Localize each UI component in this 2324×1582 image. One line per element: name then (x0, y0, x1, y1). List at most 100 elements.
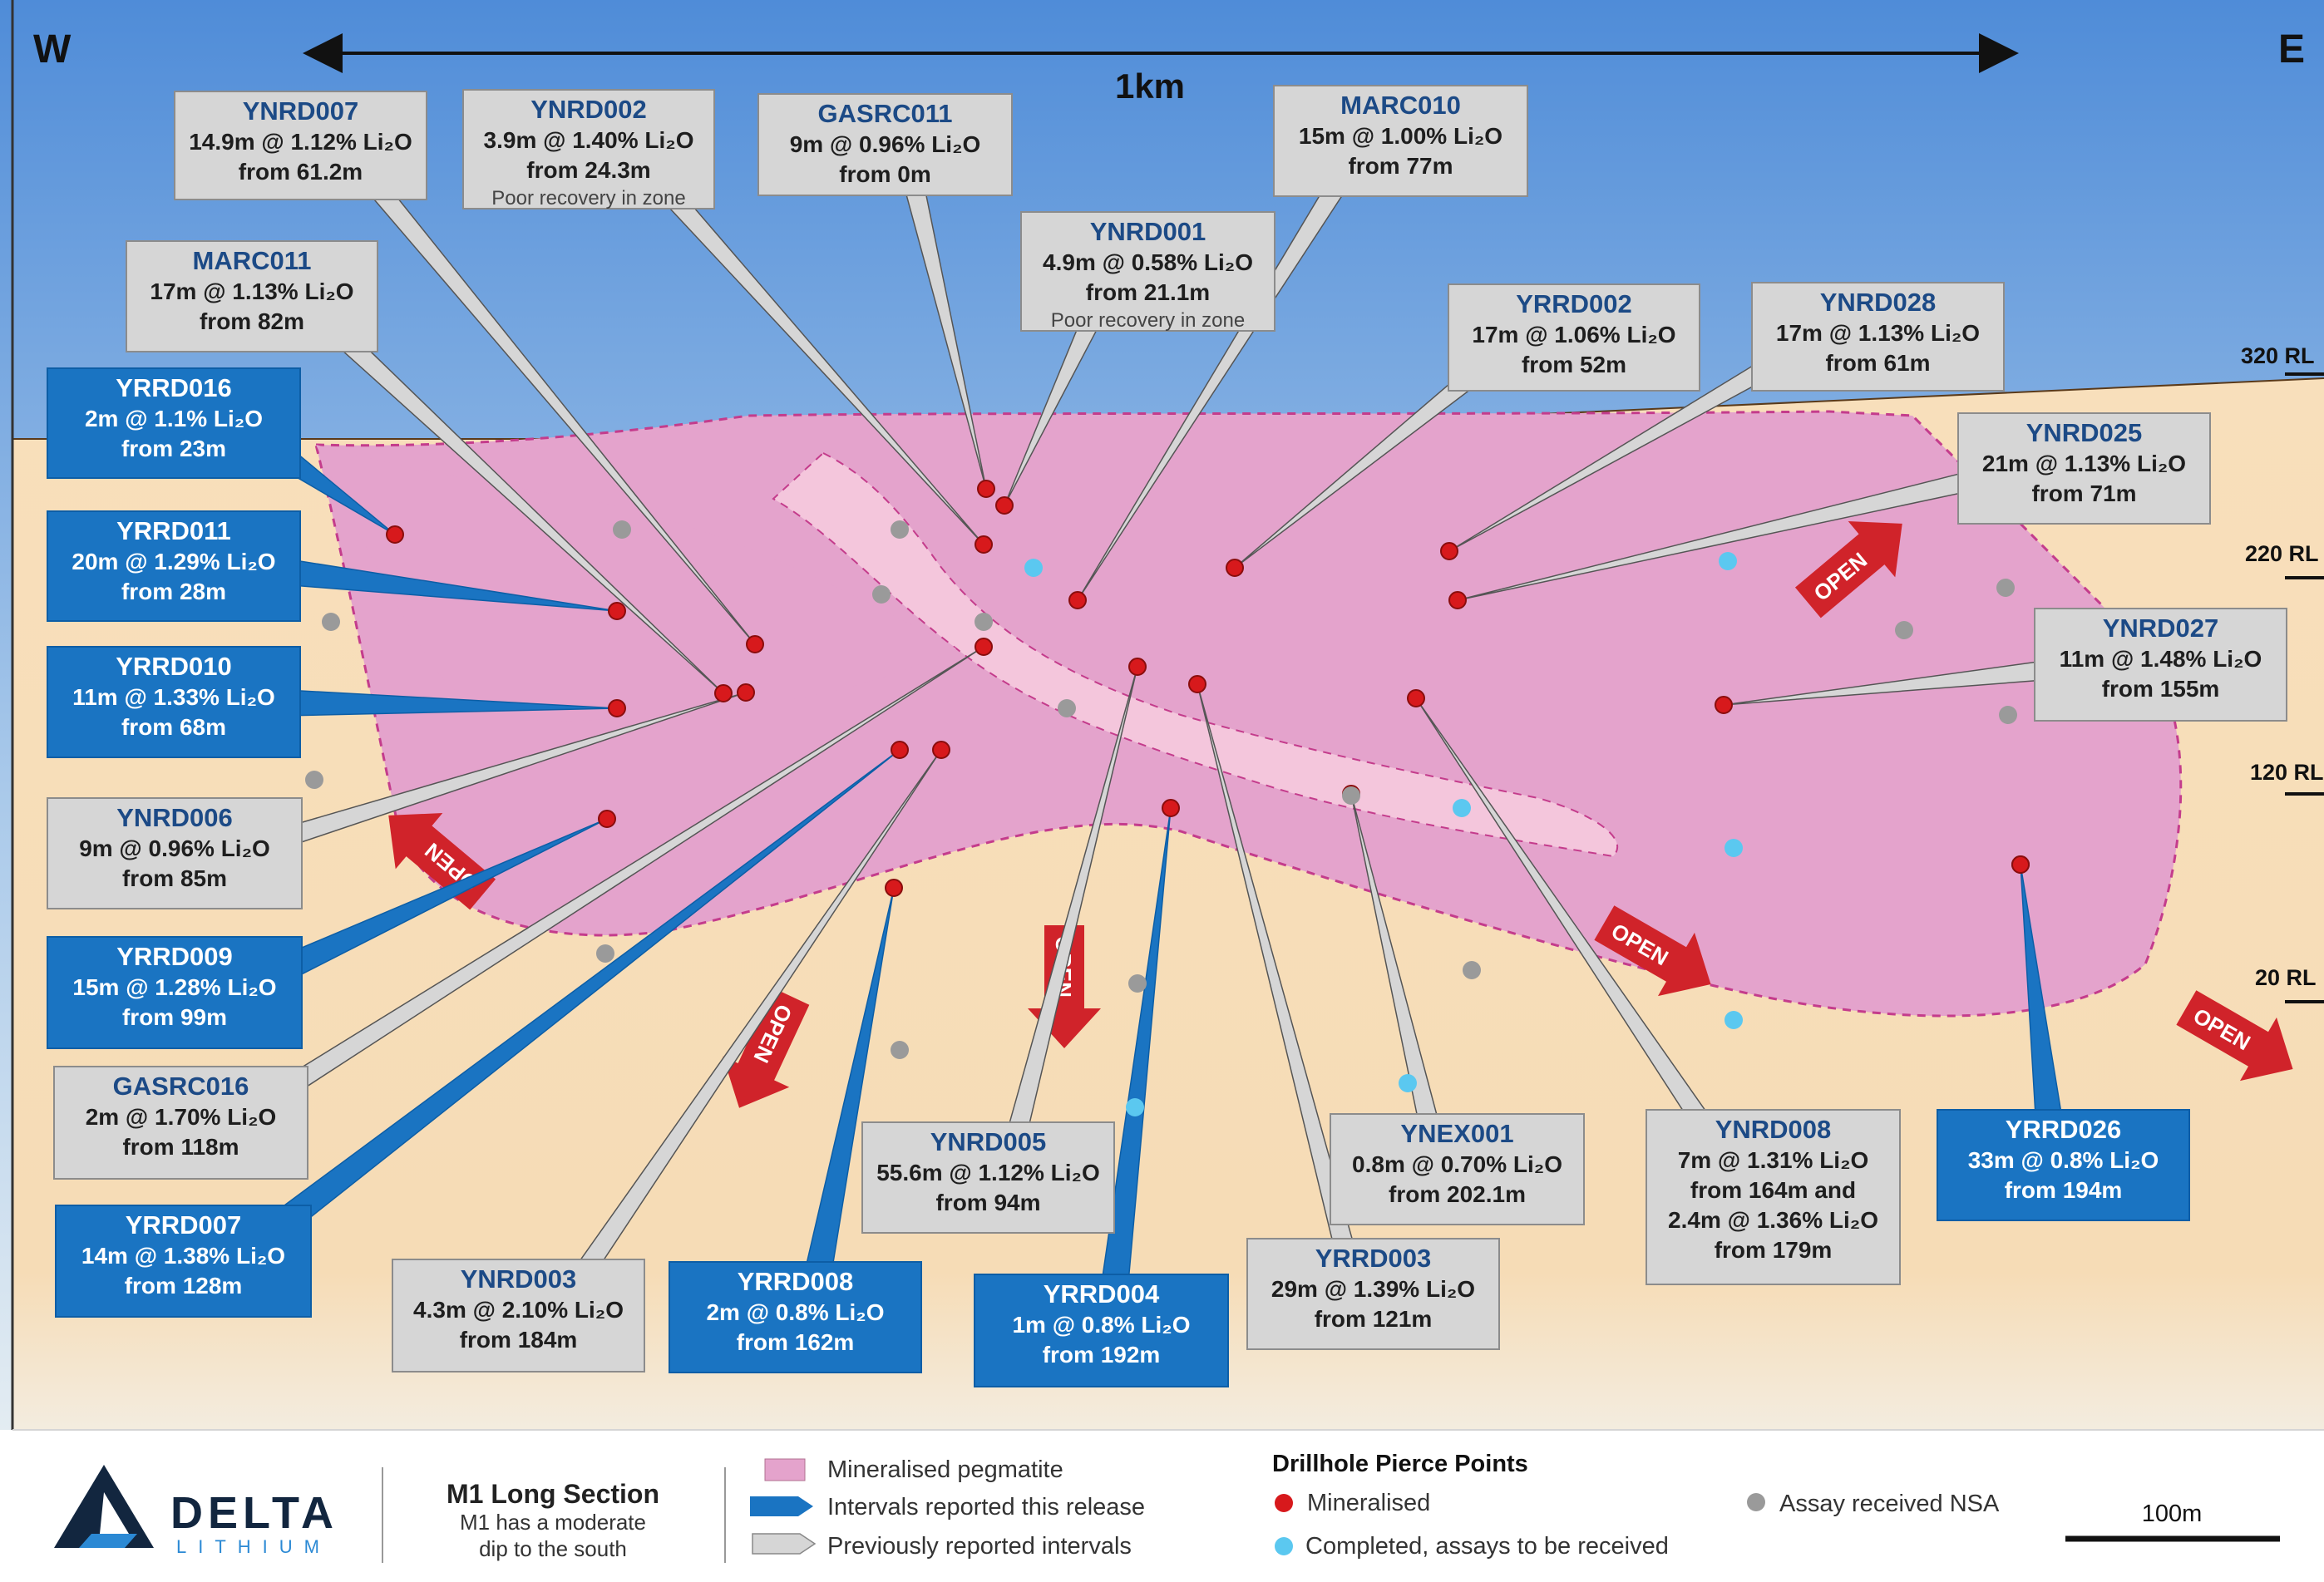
pending-pierce-point (1724, 1011, 1743, 1029)
ynrd027-pierce-point (1715, 696, 1733, 714)
nsa-pierce-point (1463, 961, 1481, 979)
yrrd004-result-line: from 192m (1043, 1342, 1161, 1368)
ynrd008-hole-id: YNRD008 (1715, 1115, 1832, 1144)
ynex001-callout-box (1330, 1113, 1585, 1225)
yrrd007-callout-box (55, 1205, 312, 1318)
legend-label-nsa: Assay received NSA (1779, 1491, 2000, 1517)
ynrd003-result-line: from 184m (460, 1327, 578, 1353)
rl-label-20: 20 RL (2255, 965, 2317, 990)
pending-pierce-point (1399, 1074, 1417, 1092)
brand-sub: LITHIUM (176, 1536, 331, 1557)
rl-label-320: 320 RL (2241, 343, 2315, 368)
ynrd008-result-line: from 179m (1715, 1237, 1833, 1263)
marc010-hole-id: MARC010 (1340, 91, 1461, 120)
ynrd025-result-line: from 71m (2031, 481, 2136, 506)
yrrd002-result-line: 17m @ 1.06% Li₂O (1472, 322, 1675, 347)
ynrd025-hole-id: YNRD025 (2026, 418, 2143, 447)
pegmatite-light-zone (772, 451, 1619, 858)
ynrd007-pierce-point (746, 635, 764, 653)
section-sub-2: dip to the south (479, 1536, 627, 1561)
nsa-pierce-point (891, 1041, 909, 1059)
yrrd002-hole-id: YRRD002 (1516, 289, 1632, 318)
legend-dot-pending (1275, 1537, 1293, 1555)
yrrd026-result-line: 33m @ 0.8% Li₂O (1968, 1147, 2159, 1173)
yrrd002-pierce-point (1226, 559, 1244, 577)
yrrd003-hole-id: YRRD003 (1315, 1244, 1432, 1273)
nsa-pierce-point (322, 613, 340, 631)
ynrd027-result-line: 11m @ 1.48% Li₂O (2060, 646, 2262, 672)
ynrd002-hole-id: YNRD002 (530, 95, 647, 124)
section-title: M1 Long Section (447, 1479, 659, 1509)
gasrc016-callout-box (53, 1066, 308, 1180)
ynrd007-result-line: from 61.2m (239, 159, 363, 185)
yrrd004-pierce-point (1162, 799, 1180, 817)
ynrd027-result-line: from 155m (2102, 676, 2220, 702)
nsa-pierce-point (975, 613, 993, 631)
ynrd003-callout-box (392, 1259, 645, 1373)
ynrd027-hole-id: YNRD027 (2103, 614, 2219, 643)
ynrd005-result-line: from 94m (935, 1190, 1040, 1215)
yrrd008-callout-box (669, 1261, 922, 1373)
yrrd016-hole-id: YRRD016 (116, 373, 232, 402)
yrrd011-hole-id: YRRD011 (116, 516, 231, 545)
nsa-pierce-point (1996, 579, 2015, 597)
section-sub-1: M1 has a moderate (460, 1510, 646, 1535)
delta-lithium-logo (54, 1465, 154, 1548)
one-km-label: 1km (1115, 67, 1185, 106)
legend-swatch-previous-interval (752, 1533, 817, 1555)
yrrd004-callout-box (974, 1274, 1229, 1387)
legend-swatch-new-interval (750, 1496, 813, 1516)
ynrd027-callout: YNRD027 11m @ 1.48% Li₂O from 155m (2034, 608, 2287, 722)
yrrd007-result-line: from 128m (125, 1273, 243, 1299)
yrrd010-callout-box (47, 646, 301, 758)
ynrd005-hole-id: YNRD005 (930, 1127, 1047, 1156)
pending-pierce-point (1724, 839, 1743, 857)
yrrd007-pierce-point (891, 741, 909, 759)
yrrd008-pierce-point (885, 879, 903, 897)
yrrd003-pierce-point (1188, 675, 1206, 693)
yrrd011-result-line: 20m @ 1.29% Li₂O (72, 549, 275, 574)
yrrd011-result-line: from 28m (121, 579, 226, 604)
yrrd003-callout-box (1246, 1238, 1500, 1350)
gasrc016-result-line: from 118m (122, 1134, 239, 1160)
marc010-result-line: from 77m (1348, 153, 1453, 179)
ynrd027-callout-box (2034, 608, 2287, 722)
yrrd016-pierce-point (386, 525, 404, 544)
yrrd008-result-line: 2m @ 0.8% Li₂O (706, 1299, 884, 1325)
pierce-legend-title: Drillhole Pierce Points (1272, 1451, 1528, 1477)
ynrd006-pierce-point (737, 683, 755, 702)
gasrc011-pierce-point (977, 480, 995, 498)
ynrd001-pierce-point (995, 496, 1014, 515)
yrrd026-result-line: from 194m (2005, 1177, 2123, 1203)
ynrd025-pierce-point (1448, 591, 1467, 609)
marc011-pierce-point (714, 684, 733, 702)
marc010-callout-box (1273, 85, 1528, 197)
gasrc011-result-line: 9m @ 0.96% Li₂O (790, 131, 981, 157)
nsa-pierce-point (1999, 706, 2017, 724)
ynrd028-pierce-point (1440, 542, 1458, 560)
ynrd007-result-line: 14.9m @ 1.12% Li₂O (189, 129, 412, 155)
ynrd006-result-line: from 85m (122, 865, 227, 891)
ynrd008-callout-box (1646, 1109, 1901, 1285)
marc010-pierce-point (1068, 591, 1087, 609)
ynrd001-result-line: from 21.1m (1086, 279, 1210, 305)
yrrd010-pierce-point (608, 699, 626, 717)
yrrd003-result-line: from 121m (1315, 1306, 1433, 1332)
marc011-hole-id: MARC011 (193, 246, 312, 275)
yrrd009-result-line: from 99m (122, 1004, 227, 1030)
ynrd025-callout-box (1957, 412, 2211, 525)
scale-bar-label: 100m (2142, 1501, 2203, 1527)
nsa-pierce-point (1895, 621, 1913, 639)
